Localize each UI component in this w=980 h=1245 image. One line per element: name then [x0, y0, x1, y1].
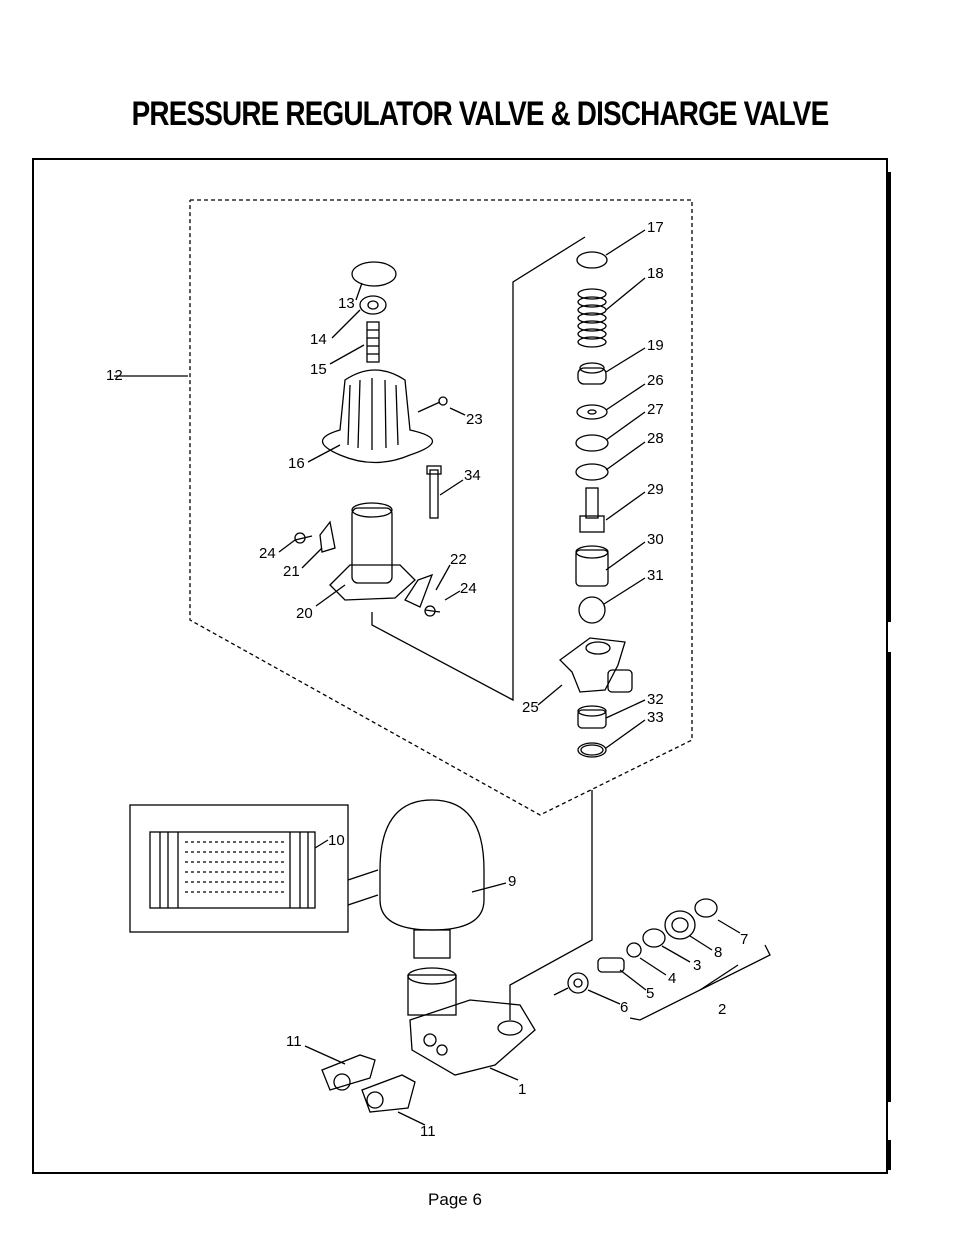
callout-11b: 11	[420, 1123, 436, 1140]
callout-11: 11	[286, 1033, 302, 1050]
part-1-body	[409, 999, 536, 1076]
callout-28: 28	[647, 430, 664, 447]
callout-3: 3	[693, 957, 701, 974]
callout-21: 21	[283, 563, 300, 580]
callout-32: 32	[647, 691, 664, 708]
callout-30: 30	[647, 531, 664, 548]
page-title: PRESSURE REGULATOR VALVE & DISCHARGE VAL…	[131, 95, 830, 133]
callout-19: 19	[647, 337, 664, 354]
part-11-valve-lower	[361, 1074, 416, 1113]
assembly-12-boundary	[189, 199, 693, 816]
callout-29: 29	[647, 481, 664, 498]
callout-27: 27	[647, 401, 664, 418]
callout-1: 1	[518, 1081, 526, 1098]
callout-31: 31	[647, 567, 664, 584]
callout-23: 23	[466, 411, 483, 428]
part-11-valve-upper	[321, 1054, 376, 1091]
callout-15: 15	[310, 361, 327, 378]
callout-6: 6	[620, 999, 628, 1016]
callout-7: 7	[740, 931, 748, 948]
callout-8: 8	[714, 944, 722, 961]
callout-2: 2	[718, 1001, 726, 1018]
diagram-frame	[32, 158, 888, 1174]
scan-edge-line-upper	[888, 172, 891, 622]
callout-12: 12	[106, 367, 123, 384]
part-9-tank	[379, 799, 485, 931]
callout-10: 10	[328, 832, 345, 849]
scan-edge-line-lower	[888, 652, 891, 1102]
callout-14: 14	[310, 331, 327, 348]
part-25-elbow	[559, 637, 626, 693]
callout-9: 9	[508, 873, 516, 890]
callout-13: 13	[338, 295, 355, 312]
page-number: Page 6	[428, 1190, 482, 1209]
part-16-cover	[321, 369, 433, 464]
callout-24b: 24	[460, 580, 477, 597]
callout-5: 5	[646, 985, 654, 1002]
callout-4: 4	[668, 970, 676, 987]
callout-25: 25	[522, 699, 539, 716]
callout-18: 18	[647, 265, 664, 282]
callout-33: 33	[647, 709, 664, 726]
callout-20: 20	[296, 605, 313, 622]
callout-24: 24	[259, 545, 276, 562]
callout-34: 34	[464, 467, 481, 484]
part-20-base	[329, 564, 416, 601]
callout-22: 22	[450, 551, 467, 568]
filter-inset-box	[129, 804, 349, 933]
part-13-cap	[351, 261, 397, 287]
callout-17: 17	[647, 219, 664, 236]
callout-16: 16	[288, 455, 305, 472]
scan-edge-line-bottom	[888, 1140, 891, 1170]
callout-26: 26	[647, 372, 664, 389]
